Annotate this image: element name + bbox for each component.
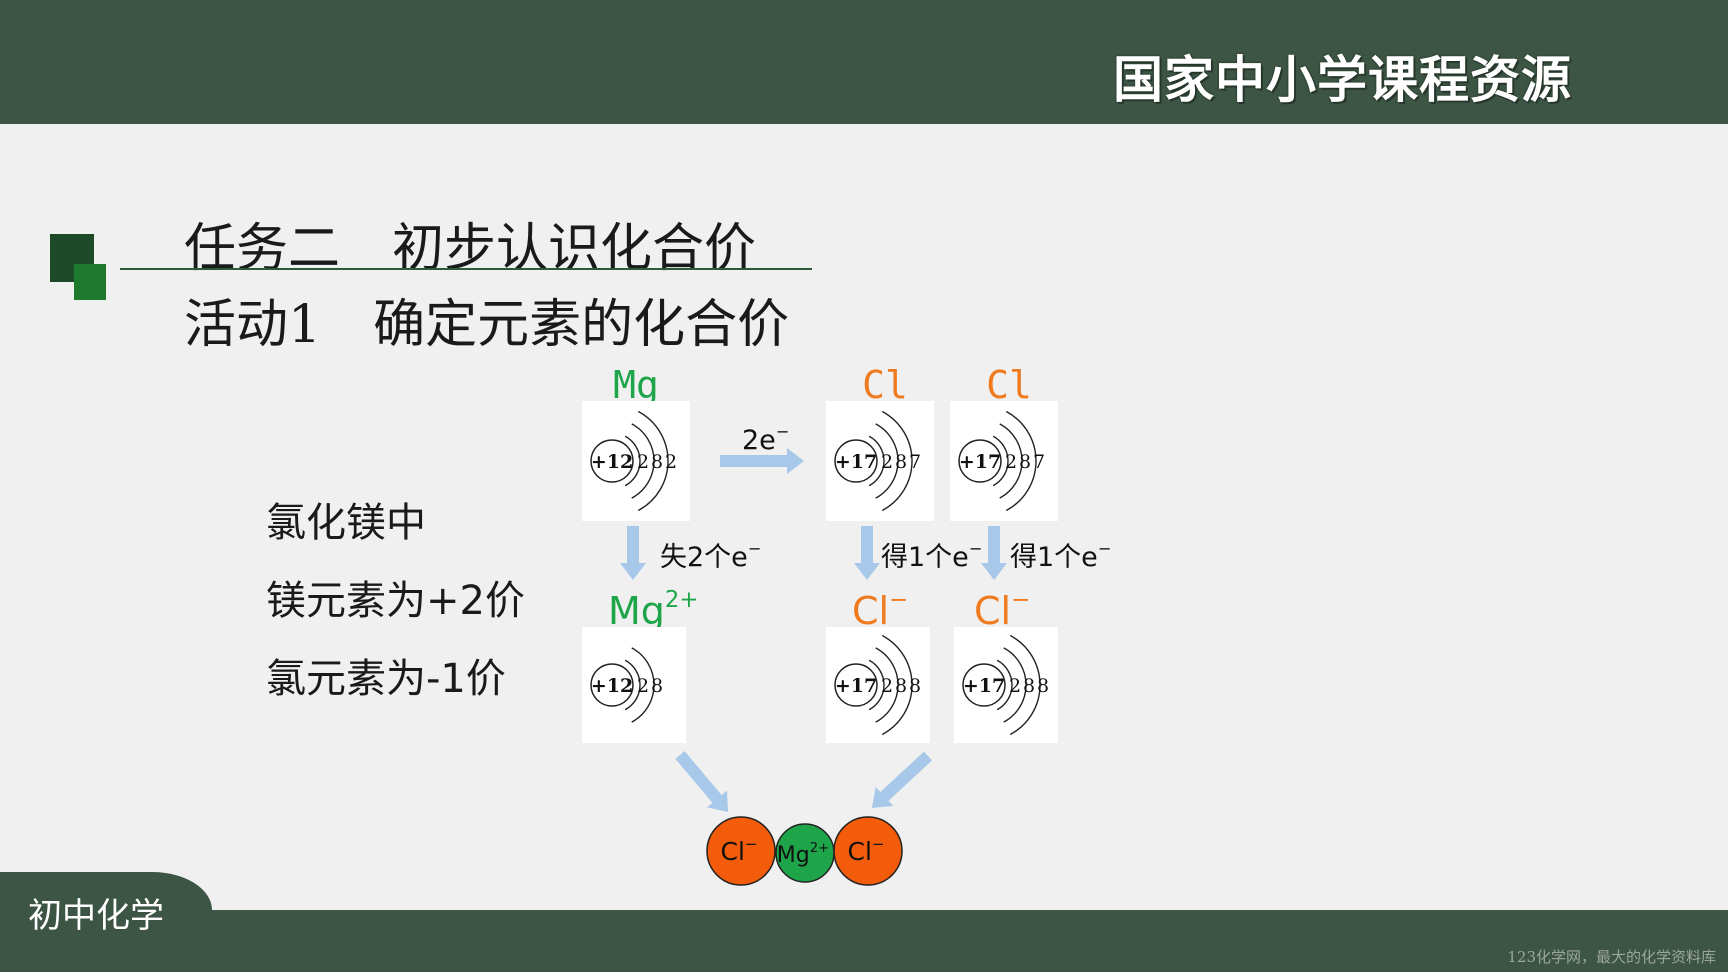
shell-electron-count: 8 [1037, 675, 1049, 697]
atom-symbol-cl: Cl [862, 363, 908, 407]
slide-subtitle: 活动1 确定元素的化合价 [184, 295, 790, 355]
ion-symbol-cl: Cl− [852, 587, 908, 633]
shell-electron-count: 8 [651, 451, 663, 473]
note-line-2: 镁元素为+2价 [266, 578, 525, 624]
nucleus-charge: +17 [963, 675, 1005, 697]
transfer-label: 2e− [742, 422, 789, 456]
nucleus-charge: +17 [959, 451, 1001, 473]
shell-electron-count: 8 [1019, 451, 1031, 473]
shell-electron-count: 2 [1009, 675, 1021, 697]
nucleus-circle [834, 663, 878, 707]
electron-shell-arc [1009, 634, 1041, 736]
header-bar [0, 0, 1728, 124]
subject-tab [0, 872, 212, 932]
nucleus-circle [958, 439, 1002, 483]
down-arrow [854, 526, 880, 580]
nucleus-circle [834, 439, 878, 483]
title-decoration-light [74, 264, 106, 300]
structure-panel [826, 401, 934, 521]
electron-shell-arc [624, 435, 641, 487]
electron-shell-arc [881, 634, 913, 736]
electron-shell-arc [868, 659, 885, 711]
electron-shell-arc [1003, 647, 1027, 723]
shell-electron-count: 8 [651, 675, 663, 697]
electron-shell-arc [992, 435, 1009, 487]
note-line-1: 氯化镁中 [266, 500, 426, 546]
ion-symbol-cl: Cl− [974, 587, 1030, 633]
shell-electron-count: 2 [665, 451, 677, 473]
shell-electron-count: 7 [909, 451, 921, 473]
nucleus-charge: +12 [591, 451, 633, 473]
electron-shell-arc [624, 659, 641, 711]
nucleus-circle [590, 663, 634, 707]
compound-ion-label: Cl− [848, 835, 885, 866]
electron-shell-arc [881, 410, 913, 512]
structure-panel [950, 401, 1058, 521]
electron-shell-arc [875, 423, 899, 499]
shell-electron-count: 2 [1005, 451, 1017, 473]
nucleus-circle [590, 439, 634, 483]
shell-electron-count: 2 [637, 451, 649, 473]
footer-bar [0, 910, 1728, 972]
compound-ion-label: Cl− [721, 835, 758, 866]
converge-arrow-left [675, 751, 728, 812]
shell-electron-count: 8 [895, 451, 907, 473]
compound-ion-circle [833, 816, 903, 886]
electron-shell-arc [868, 435, 885, 487]
shell-electron-count: 2 [637, 675, 649, 697]
electron-shell-arc [996, 659, 1013, 711]
shell-electron-count: 2 [881, 451, 893, 473]
structure-panel [582, 401, 690, 521]
brand-logo: 国家中小学课程资源 [1113, 51, 1572, 109]
compound-ion-label: Mg2+ [777, 841, 829, 868]
step-label: 得1个e− [1010, 539, 1111, 573]
electron-shell-arc [875, 647, 899, 723]
shell-electron-count: 2 [881, 675, 893, 697]
structure-panel [582, 627, 686, 743]
electron-shell-arc [1005, 410, 1037, 512]
electron-shell-arc [637, 410, 669, 512]
electron-shell-arc [631, 423, 655, 499]
down-arrow [981, 526, 1007, 580]
transfer-arrow [720, 448, 804, 474]
step-label: 得1个e− [881, 539, 982, 573]
watermark-text: 123化学网，最大的化学资料库 [1507, 948, 1716, 966]
electron-shell-arc [999, 423, 1023, 499]
electron-shell-arc [631, 647, 655, 723]
nucleus-charge: +17 [835, 451, 877, 473]
shell-electron-count: 8 [895, 675, 907, 697]
converge-arrow-right [872, 751, 933, 808]
subject-label: 初中化学 [28, 896, 164, 936]
title-underline [120, 268, 812, 270]
down-arrow [620, 526, 646, 580]
ion-symbol-mg: Mg2+ [608, 587, 699, 633]
compound-ion-circle [706, 816, 776, 886]
shell-electron-count: 8 [909, 675, 921, 697]
note-line-3: 氯元素为-1价 [266, 656, 506, 702]
shell-electron-count: 8 [1023, 675, 1035, 697]
atom-symbol-cl: Cl [986, 363, 1032, 407]
atom-symbol-mg: Mg [613, 363, 659, 407]
nucleus-charge: +12 [591, 675, 633, 697]
step-label: 失2个e− [660, 539, 761, 573]
shell-electron-count: 7 [1033, 451, 1045, 473]
nucleus-circle [962, 663, 1006, 707]
nucleus-charge: +17 [835, 675, 877, 697]
